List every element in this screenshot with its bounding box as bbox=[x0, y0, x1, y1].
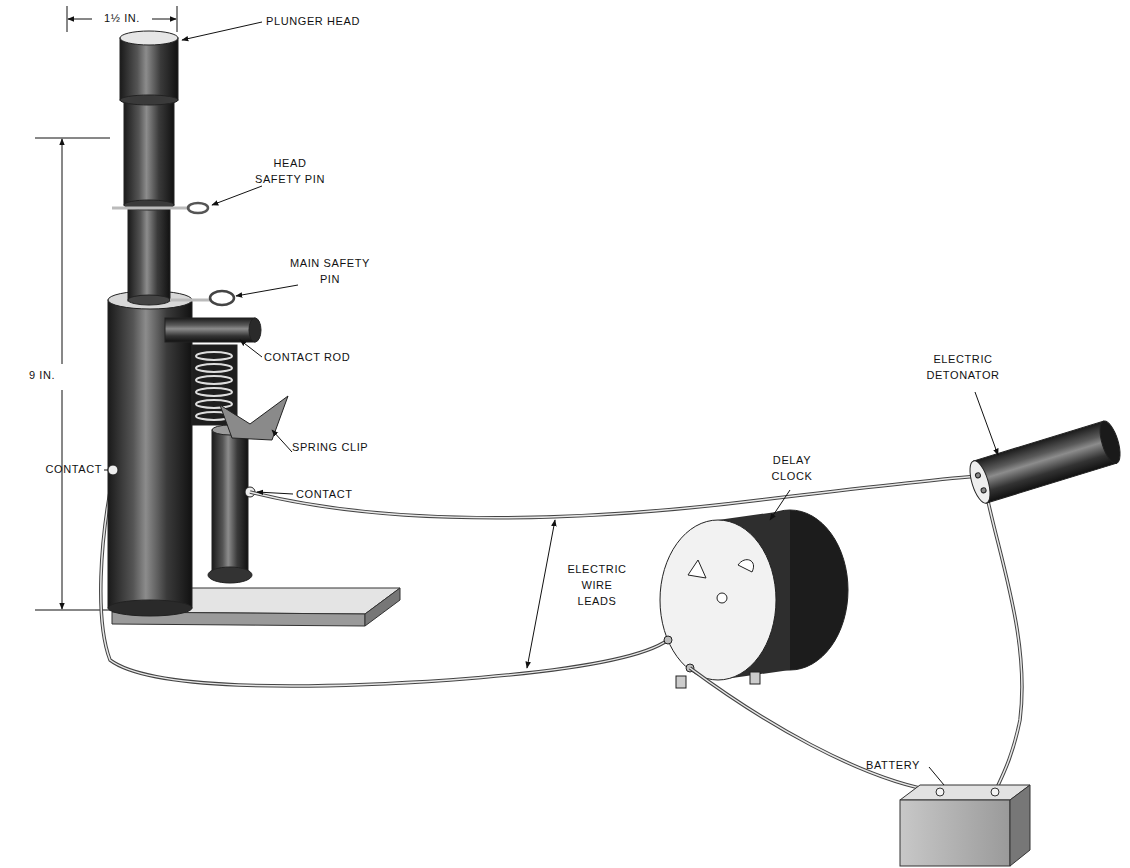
part-label: CONTACT bbox=[296, 487, 353, 503]
dimension-label: 1½ IN. bbox=[92, 11, 152, 27]
detonator-terminal bbox=[975, 472, 981, 478]
battery-side bbox=[1010, 785, 1030, 866]
leader-line bbox=[770, 490, 790, 520]
part-label: MAIN SAFETY PIN bbox=[290, 256, 370, 288]
spring-coil bbox=[196, 388, 232, 396]
contact-rod bbox=[165, 318, 255, 342]
battery-terminal bbox=[991, 788, 999, 796]
extension-line bbox=[177, 6, 178, 32]
wire-outline bbox=[690, 668, 940, 792]
rod-end bbox=[249, 318, 261, 342]
head-safety-pin bbox=[112, 207, 190, 210]
clock-tab bbox=[750, 672, 760, 684]
head-bottom bbox=[120, 95, 178, 105]
clock-terminal bbox=[664, 636, 672, 644]
plunger-collar bbox=[124, 100, 174, 205]
dimension-label: 9 IN. bbox=[22, 368, 62, 384]
dimension-arrow bbox=[62, 139, 63, 364]
leader-line bbox=[240, 340, 262, 357]
leader-line bbox=[975, 392, 998, 455]
wire-upper bbox=[250, 476, 978, 518]
delay-clock bbox=[660, 510, 848, 688]
spring-coil bbox=[196, 364, 232, 372]
part-label: DELAY CLOCK bbox=[762, 453, 822, 485]
leader-line bbox=[527, 520, 555, 668]
leader-line bbox=[104, 470, 108, 471]
wire-outline bbox=[250, 476, 978, 518]
post-flange bbox=[208, 567, 252, 583]
dimension-arrow bbox=[152, 19, 176, 20]
part-label: PLUNGER HEAD bbox=[266, 14, 360, 30]
part-label: BATTERY bbox=[866, 758, 920, 774]
head-top bbox=[120, 31, 178, 45]
part-label: ELECTRIC DETONATOR bbox=[918, 352, 1008, 384]
wire-battery bbox=[690, 492, 1022, 792]
wire-outline bbox=[986, 492, 1022, 792]
leader-line bbox=[182, 22, 262, 40]
extension-line bbox=[35, 138, 110, 139]
pin-ring bbox=[188, 203, 208, 213]
wire-core bbox=[690, 668, 940, 792]
spring-coil bbox=[196, 376, 232, 384]
plunger-tube bbox=[128, 205, 170, 301]
part-label: HEAD SAFETY PIN bbox=[250, 156, 330, 188]
wire-core bbox=[986, 492, 1022, 792]
clock-knob bbox=[688, 560, 706, 578]
contact-post bbox=[212, 430, 248, 575]
clock-face bbox=[660, 520, 776, 680]
spring-coil bbox=[196, 400, 232, 408]
part-label: SPRING CLIP bbox=[292, 440, 368, 456]
leader-line bbox=[236, 285, 298, 296]
part-label: CONTACT ROD bbox=[264, 350, 350, 366]
clock-knob bbox=[738, 560, 754, 572]
part-label: ELECTRIC WIRE LEADS bbox=[562, 562, 632, 610]
spring-clip bbox=[220, 396, 288, 440]
detonator-end bbox=[1096, 419, 1124, 466]
pin-ring bbox=[210, 291, 234, 305]
leader-line bbox=[272, 430, 292, 452]
contact-terminal bbox=[108, 465, 118, 475]
tube-base bbox=[128, 295, 170, 305]
detonator-face bbox=[966, 459, 994, 506]
battery bbox=[900, 785, 1030, 866]
leader-line bbox=[212, 186, 262, 205]
main-body bbox=[108, 300, 192, 608]
wire-core bbox=[250, 476, 978, 518]
body-bottom bbox=[108, 600, 192, 616]
firing-device bbox=[108, 31, 288, 616]
base-side bbox=[365, 588, 400, 626]
extension-line bbox=[67, 6, 68, 32]
spring-coil bbox=[196, 352, 232, 360]
leader-group bbox=[104, 22, 998, 785]
leader-line bbox=[257, 492, 293, 494]
dimension-arrow bbox=[68, 19, 92, 20]
clock-spindle bbox=[717, 593, 727, 603]
part-label: CONTACT bbox=[24, 462, 102, 478]
battery-front bbox=[900, 800, 1010, 866]
detonator-terminal bbox=[980, 487, 986, 493]
battery-terminal bbox=[936, 788, 944, 796]
dimension-arrow bbox=[62, 390, 63, 609]
leader-line bbox=[929, 767, 944, 785]
detonator-body bbox=[974, 421, 1117, 503]
battery-top bbox=[900, 785, 1030, 800]
clock-tab bbox=[676, 676, 686, 688]
plunger-head bbox=[120, 38, 178, 100]
extension-line bbox=[35, 610, 110, 611]
main-safety-pin bbox=[170, 299, 212, 302]
